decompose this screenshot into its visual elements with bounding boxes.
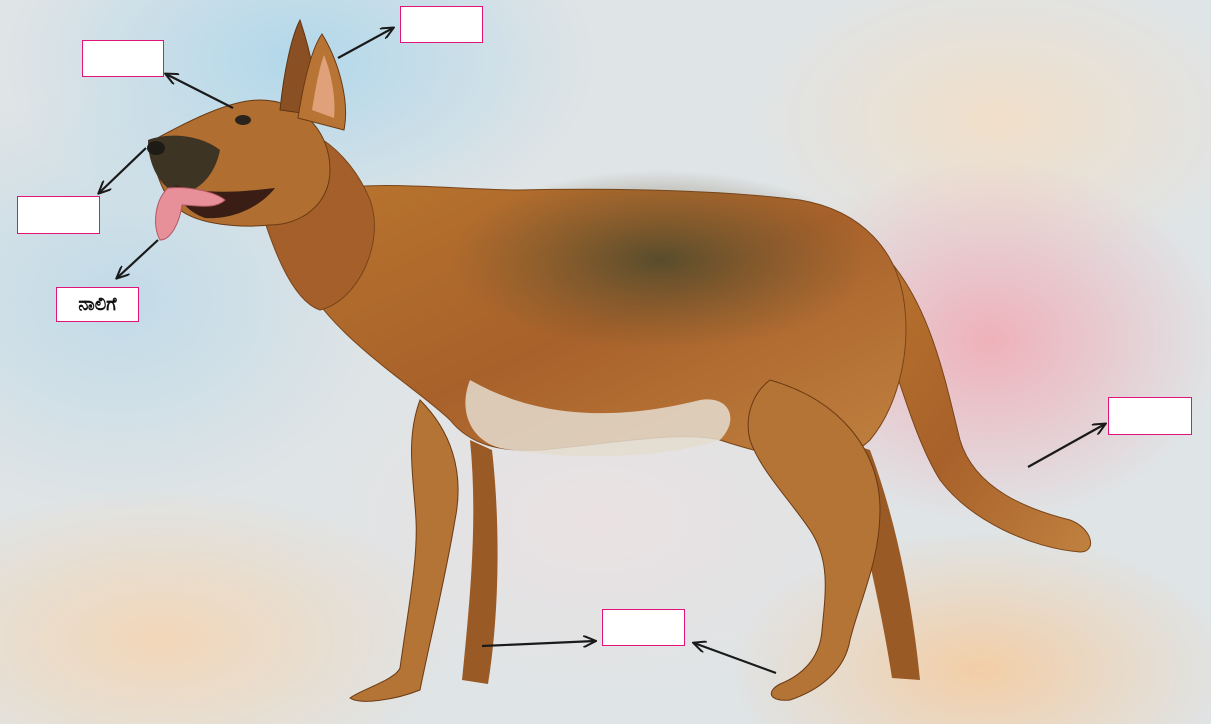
arrow-nose <box>99 148 146 193</box>
dog-near-front-leg <box>350 400 458 701</box>
label-box-nose[interactable] <box>17 196 100 234</box>
dog-tail <box>878 250 1091 552</box>
label-box-tongue: ನಾಲಿಗೆ <box>56 287 139 322</box>
arrow-hind-foot <box>694 643 776 673</box>
label-box-eye[interactable] <box>82 40 164 77</box>
dog-far-front-leg <box>462 440 498 684</box>
dog-saddle <box>450 170 870 350</box>
label-box-tail[interactable] <box>1108 397 1192 435</box>
arrow-eye <box>166 74 233 108</box>
arrow-ear <box>338 28 393 58</box>
arrow-tail <box>1028 424 1105 467</box>
dog-eye <box>235 115 251 125</box>
arrow-front-foot <box>482 641 595 646</box>
label-box-feet[interactable] <box>602 609 685 646</box>
label-box-ear[interactable] <box>400 6 483 43</box>
arrow-tongue <box>117 240 158 278</box>
dog-nose <box>147 141 165 155</box>
